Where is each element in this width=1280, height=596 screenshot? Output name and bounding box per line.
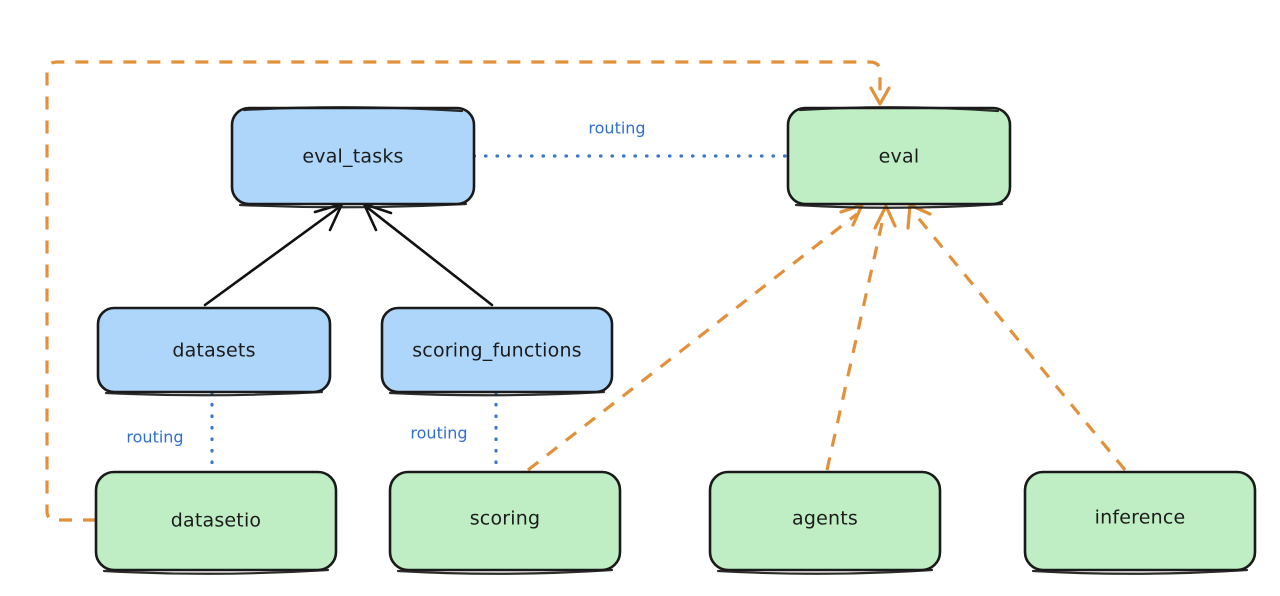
- edge-datasetio-eval-path: [45, 60, 882, 522]
- node-inference-sketch-underline: [1031, 568, 1249, 575]
- node-agents-shape: [708, 470, 942, 572]
- node-datasets-sketch-underline: [104, 390, 324, 397]
- edge-label-routing-datasetio: routing: [126, 428, 183, 447]
- edge-inference-eval: [906, 203, 1127, 472]
- edge-datasetio-eval: [45, 60, 891, 522]
- node-scoring_functions-label: scoring_functions: [412, 340, 582, 362]
- node-scoring_functions-sketch-underline: [388, 390, 606, 397]
- node-eval_tasks-label: eval_tasks: [302, 146, 403, 168]
- node-eval_tasks-sketch-overline: [242, 106, 464, 113]
- node-scoring-shape: [388, 470, 622, 572]
- node-datasets-label: datasets: [172, 340, 255, 362]
- edge-datasetio-eval-arrowhead: [869, 86, 891, 106]
- edge-labels-layer: routing routing routing: [126, 119, 645, 447]
- node-scoring_functions-shape: [380, 306, 614, 394]
- node-inference[interactable]: inference: [1023, 470, 1257, 575]
- edge-scoring-eval-path: [527, 212, 858, 472]
- edge-scoringfn-eval_tasks-path: [366, 206, 494, 307]
- node-eval-sketch-underline: [794, 202, 1004, 209]
- node-datasetio[interactable]: datasetio: [94, 470, 338, 575]
- edge-label-routing-scoring: routing: [410, 424, 467, 443]
- node-eval_tasks-sketch-underline: [238, 202, 468, 209]
- edge-agents-eval-arrowhead: [873, 204, 897, 230]
- node-eval[interactable]: eval: [786, 106, 1012, 209]
- node-eval_tasks[interactable]: eval_tasks: [230, 106, 476, 209]
- nodes-layer: eval_tasks eval datasets scoring_functio…: [94, 106, 1257, 575]
- node-datasetio-sketch-underline: [102, 568, 330, 575]
- node-agents-label: agents: [792, 508, 858, 530]
- node-inference-shape: [1023, 470, 1257, 572]
- edges-layer: [45, 60, 1127, 522]
- edge-datasets-eval_tasks: [203, 202, 344, 307]
- edge-label-routing-eval: routing: [588, 119, 645, 138]
- edge-agents-eval-path: [825, 213, 886, 471]
- edge-agents-eval: [825, 204, 897, 471]
- node-eval-sketch-overline: [798, 106, 1000, 113]
- node-agents-sketch-underline: [716, 568, 934, 575]
- node-scoring[interactable]: scoring: [388, 470, 622, 575]
- edge-datasets-eval_tasks-path: [203, 206, 340, 307]
- node-scoring-sketch-underline: [396, 568, 614, 575]
- node-datasetio-shape: [94, 470, 338, 572]
- node-scoring_functions[interactable]: scoring_functions: [380, 306, 614, 397]
- node-scoring-label: scoring: [470, 508, 541, 530]
- node-eval-label: eval: [879, 146, 920, 168]
- edge-scoringfn-eval_tasks: [362, 202, 494, 307]
- node-datasets-shape: [96, 306, 332, 394]
- node-agents[interactable]: agents: [708, 470, 942, 575]
- edge-inference-eval-path: [913, 212, 1127, 472]
- node-datasetio-label: datasetio: [171, 510, 262, 532]
- node-datasets[interactable]: datasets: [96, 306, 332, 397]
- node-inference-label: inference: [1095, 507, 1186, 529]
